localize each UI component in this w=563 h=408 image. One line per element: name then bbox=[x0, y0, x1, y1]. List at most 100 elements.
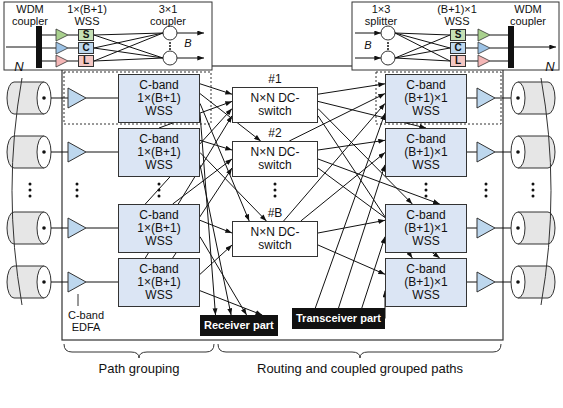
text-label: Path grouping bbox=[64, 362, 214, 376]
ellipsis-dots bbox=[29, 183, 32, 186]
fiber-row bbox=[7, 136, 118, 168]
inset-left bbox=[42, 33, 204, 61]
ellipsis-dots bbox=[29, 183, 535, 198]
node-label: C-band 1×(B+1) WSS bbox=[129, 263, 189, 302]
inset-left bbox=[42, 61, 56, 62]
inset-right bbox=[490, 48, 508, 49]
wss-box: C-band (B+1)×1 WSS bbox=[385, 128, 467, 177]
transceiver-box: Transceiver part bbox=[292, 308, 385, 329]
ellipsis-dots bbox=[532, 183, 535, 186]
inset-right bbox=[490, 35, 508, 36]
wss-box: C-band (B+1)×1 WSS bbox=[385, 258, 467, 307]
inset-right bbox=[395, 58, 450, 61]
inset-right bbox=[508, 26, 514, 68]
band-box: S bbox=[78, 29, 94, 41]
fiber-row bbox=[467, 212, 555, 244]
wss-box: C-band (B+1)×1 WSS bbox=[385, 74, 467, 123]
node-label: C-band 1×(B+1) WSS bbox=[129, 79, 189, 118]
inset-right bbox=[395, 33, 450, 35]
inset-right bbox=[478, 42, 490, 54]
ellipsis-dots bbox=[532, 195, 535, 198]
node-label: L bbox=[455, 56, 461, 66]
inset-left bbox=[94, 58, 163, 61]
connector bbox=[339, 165, 386, 308]
inset-left bbox=[94, 33, 163, 61]
connector bbox=[200, 245, 232, 274]
connector bbox=[318, 245, 385, 274]
connector bbox=[200, 220, 232, 233]
inset-right bbox=[478, 29, 490, 41]
text-label: 1×(B+1) WSS bbox=[58, 3, 116, 27]
inset-left bbox=[68, 61, 78, 62]
connector bbox=[318, 220, 385, 233]
ellipsis-dots bbox=[29, 195, 32, 198]
band-box: S bbox=[450, 29, 466, 41]
inset-right bbox=[490, 61, 508, 62]
brace bbox=[218, 344, 501, 358]
ellipsis-dots bbox=[29, 189, 32, 192]
inset-left bbox=[68, 48, 78, 49]
inset-right bbox=[466, 61, 478, 62]
switch-number: #2 bbox=[233, 126, 317, 140]
receiver-box: Receiver part bbox=[200, 315, 278, 336]
ellipsis-dots bbox=[425, 189, 428, 192]
inset-left bbox=[42, 48, 56, 49]
brace bbox=[64, 344, 501, 358]
inset-right bbox=[478, 55, 490, 67]
inset-left bbox=[56, 55, 68, 67]
inset-right bbox=[352, 2, 559, 70]
text-label: N bbox=[543, 60, 557, 74]
node-label: C-band (B+1)×1 WSS bbox=[396, 79, 456, 118]
fiber-row bbox=[7, 82, 555, 298]
inset-right bbox=[466, 35, 478, 36]
ellipsis-dots bbox=[76, 195, 79, 198]
connector bbox=[315, 113, 385, 308]
connector bbox=[200, 84, 232, 94]
ellipsis-dots bbox=[485, 183, 488, 186]
brace bbox=[64, 344, 214, 358]
inset-left bbox=[42, 35, 56, 36]
node-label: S bbox=[455, 30, 462, 40]
connector bbox=[362, 237, 385, 308]
ellipsis-dots bbox=[274, 183, 277, 186]
ellipsis-dots bbox=[485, 189, 488, 192]
inset-right bbox=[395, 35, 450, 58]
switch-box: #BN×N DC-switch bbox=[232, 221, 318, 257]
wss-box: C-band 1×(B+1) WSS bbox=[118, 74, 200, 123]
inset-left bbox=[6, 47, 36, 48]
text-label: N bbox=[12, 60, 26, 74]
inset-left bbox=[163, 51, 177, 65]
fiber-row bbox=[467, 266, 555, 298]
band-box: C bbox=[450, 42, 466, 54]
switch-box: #1N×N DC-switch bbox=[232, 87, 318, 123]
node-label: C-band 1×(B+1) WSS bbox=[129, 133, 189, 172]
leader-line bbox=[78, 294, 79, 306]
fiber-count-arc bbox=[541, 78, 551, 305]
inset-right bbox=[466, 48, 478, 49]
ellipsis-dots bbox=[532, 189, 535, 192]
node-label: C bbox=[82, 43, 89, 53]
inset-left bbox=[68, 35, 78, 36]
ellipsis-dots bbox=[274, 189, 277, 192]
connector bbox=[318, 84, 385, 94]
node-label: C-band (B+1)×1 WSS bbox=[396, 209, 456, 248]
fiber-row bbox=[7, 212, 118, 244]
node-label: C bbox=[454, 43, 461, 53]
inset-right bbox=[395, 33, 450, 48]
text-label: WDM coupler bbox=[6, 3, 54, 27]
ellipsis-dots bbox=[158, 195, 161, 198]
node-label: C-band (B+1)×1 WSS bbox=[396, 263, 456, 302]
node-frame bbox=[62, 66, 503, 340]
text-label: B bbox=[182, 37, 194, 49]
switch-number: #B bbox=[233, 206, 317, 220]
wss-box: C-band (B+1)×1 WSS bbox=[385, 204, 467, 253]
inset-right bbox=[387, 42, 389, 44]
node-label: Transceiver part bbox=[296, 312, 381, 325]
dotted-frame bbox=[64, 72, 501, 124]
node-label: L bbox=[83, 56, 89, 66]
inset-left bbox=[169, 48, 171, 50]
inset-right bbox=[387, 45, 389, 47]
text-label: WDM coupler bbox=[500, 3, 556, 27]
inset-left bbox=[177, 58, 204, 59]
ellipsis-dots bbox=[274, 195, 277, 198]
